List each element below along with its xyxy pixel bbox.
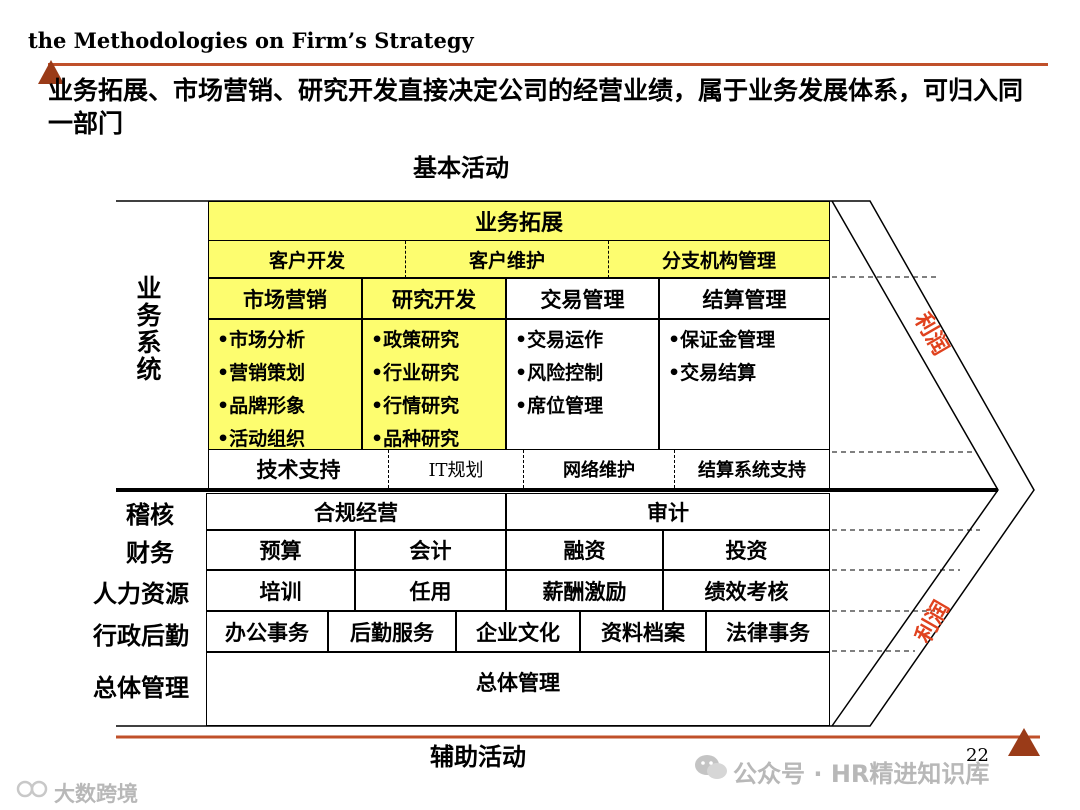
list-item: •行业研究 [371, 362, 460, 384]
settlement-items: •保证金管理 •交易结算 [659, 319, 830, 450]
row-label-audit: 稽核 [126, 501, 174, 529]
cell-compensation: 薪酬激励 [506, 570, 663, 611]
cell-compliance: 合规经营 [206, 493, 506, 530]
cell-archives: 资料档案 [580, 611, 706, 652]
rnd-header: 研究开发 [362, 278, 506, 319]
tech-item-network: 网络维护 [523, 450, 674, 488]
bd-sub-customer-development: 客户开发 [208, 241, 405, 278]
cell-corporate-culture: 企业文化 [456, 611, 580, 652]
rnd-items: •政策研究 •行业研究 •行情研究 •品种研究 [362, 319, 506, 450]
list-item: •营销策划 [217, 362, 306, 384]
brand-logo-icon [16, 780, 48, 798]
cell-financing: 融资 [506, 530, 663, 570]
list-item: •活动组织 [217, 428, 306, 450]
marketing-items: •市场分析 •营销策划 •品牌形象 •活动组织 [208, 319, 362, 450]
trading-items: •交易运作 •风险控制 •席位管理 [506, 319, 659, 450]
tech-item-settlement-system: 结算系统支持 [674, 450, 830, 488]
wechat-icon [695, 755, 727, 779]
list-item: •品牌形象 [217, 395, 306, 417]
slide-header-title: the Methodologies on Firm’s Strategy [28, 28, 474, 53]
list-item: •风险控制 [515, 362, 604, 384]
slide-subtitle: 业务拓展、市场营销、研究开发直接决定公司的经营业绩，属于业务发展体系，可归入同一… [48, 76, 1024, 138]
page-number: 22 [966, 745, 989, 766]
cell-appointment: 任用 [355, 570, 506, 611]
cell-accounting: 会计 [355, 530, 506, 570]
wechat-watermark: 公众号 · HR精进知识库 [733, 760, 990, 788]
triangle-marker-icon [38, 60, 64, 84]
row-label-general-mgmt: 总体管理 [93, 674, 189, 702]
settlement-management-header: 结算管理 [659, 278, 830, 319]
corner-watermark: 大数跨境 [54, 782, 138, 806]
list-item: •席位管理 [515, 395, 604, 417]
cell-logistics: 后勤服务 [328, 611, 456, 652]
row-label-admin: 行政后勤 [93, 622, 189, 650]
business-system-label: 业务系统 [134, 275, 164, 383]
tech-item-it-planning: IT规划 [388, 450, 523, 488]
support-activities-title: 辅助活动 [430, 743, 526, 771]
bd-sub-customer-maintenance: 客户维护 [405, 241, 608, 278]
cell-budget: 预算 [206, 530, 355, 570]
bd-sub-branch-management: 分支机构管理 [608, 241, 830, 278]
list-item: •交易结算 [668, 362, 757, 384]
business-development-header: 业务拓展 [208, 201, 830, 241]
trading-management-header: 交易管理 [506, 278, 659, 319]
marketing-header: 市场营销 [208, 278, 362, 319]
list-item: •保证金管理 [668, 329, 776, 351]
list-item: •市场分析 [217, 329, 306, 351]
list-item: •交易运作 [515, 329, 604, 351]
cell-general-management: 总体管理 [206, 652, 830, 726]
cell-office-affairs: 办公事务 [206, 611, 328, 652]
row-label-finance: 财务 [126, 539, 174, 567]
cell-training: 培训 [206, 570, 355, 611]
cell-audit: 审计 [506, 493, 830, 530]
list-item: •行情研究 [371, 395, 460, 417]
row-label-hr: 人力资源 [93, 580, 189, 608]
primary-activities-title: 基本活动 [413, 154, 509, 182]
list-item: •政策研究 [371, 329, 460, 351]
cell-legal-affairs: 法律事务 [706, 611, 830, 652]
cell-performance: 绩效考核 [663, 570, 830, 611]
cell-investment: 投资 [663, 530, 830, 570]
header-rule [48, 63, 1048, 66]
business-system-label-text: 业务系统 [136, 274, 162, 384]
tech-support-title: 技术支持 [208, 450, 388, 488]
list-item: •品种研究 [371, 428, 460, 450]
